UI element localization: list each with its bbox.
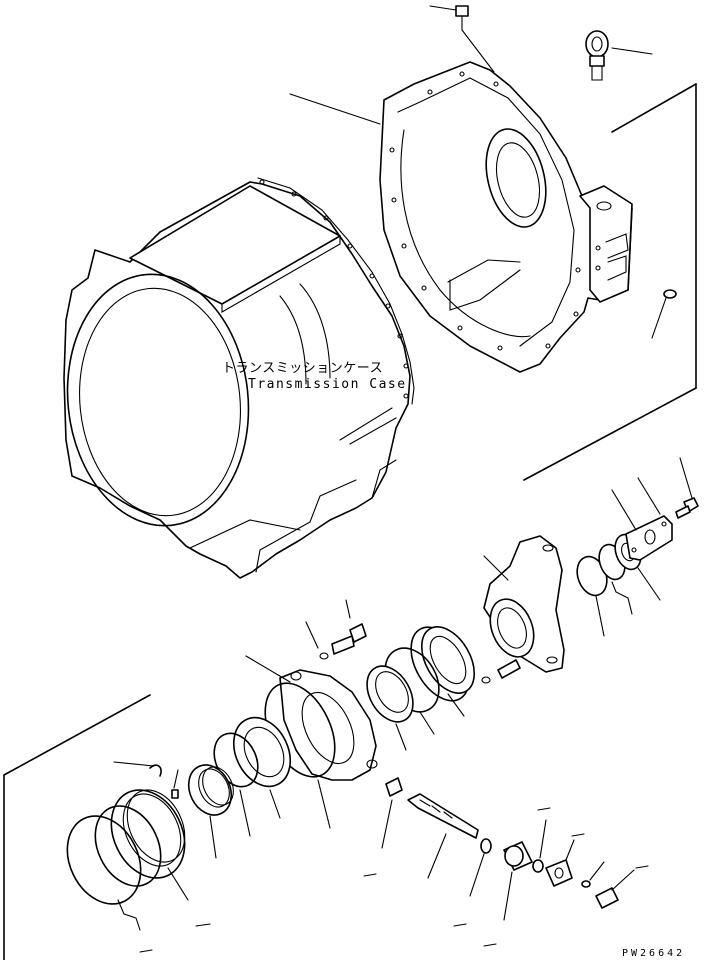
plug-small <box>381 777 403 849</box>
bolt-top-middle <box>305 599 367 660</box>
piston-ring-stack <box>187 764 234 859</box>
cover-plate-small <box>545 839 575 887</box>
bearing-cage <box>366 665 414 751</box>
leader-housing-top <box>461 29 495 73</box>
leader-housing <box>289 93 381 125</box>
leader-right-2 <box>637 477 661 515</box>
clip-pin-left <box>113 761 179 799</box>
transmission-case-label-jp: トランスミッションケース <box>222 361 383 376</box>
leader-right-1 <box>611 489 637 531</box>
seal-ring-left-1 <box>94 805 162 887</box>
transmission-case-label-en: Transmission Case <box>248 377 407 392</box>
transmission-case <box>63 177 415 579</box>
washer-small <box>480 838 492 854</box>
leader-bracket-left <box>117 899 141 931</box>
housing-side-bolt <box>651 289 677 339</box>
bolt-bottom <box>595 869 635 909</box>
tick-marks <box>139 807 649 953</box>
case-bolt-holes <box>259 179 409 399</box>
leader-bracket-right <box>611 581 633 615</box>
o-ring-small <box>532 859 544 873</box>
boundary-lines <box>3 83 697 960</box>
front-housing <box>379 61 633 373</box>
bolt-mid-right <box>481 659 521 684</box>
seal-ring-left-2 <box>66 815 142 905</box>
clutch-ring-stack <box>110 789 189 901</box>
cover-plate-right <box>625 515 673 561</box>
bearing-center <box>233 716 291 819</box>
figure-code: PW26642 <box>622 948 685 959</box>
sleeve-bushing <box>503 841 533 921</box>
output-yoke <box>483 535 565 673</box>
washer-bottom <box>581 880 591 888</box>
bolt-far-right <box>675 457 699 519</box>
leader-right-3 <box>637 567 661 601</box>
shaft-pinion <box>407 793 479 879</box>
large-seal-carrier <box>410 626 476 717</box>
eye-bolt <box>585 30 653 81</box>
retainer-housing <box>245 655 378 781</box>
top-bolt <box>429 5 469 31</box>
